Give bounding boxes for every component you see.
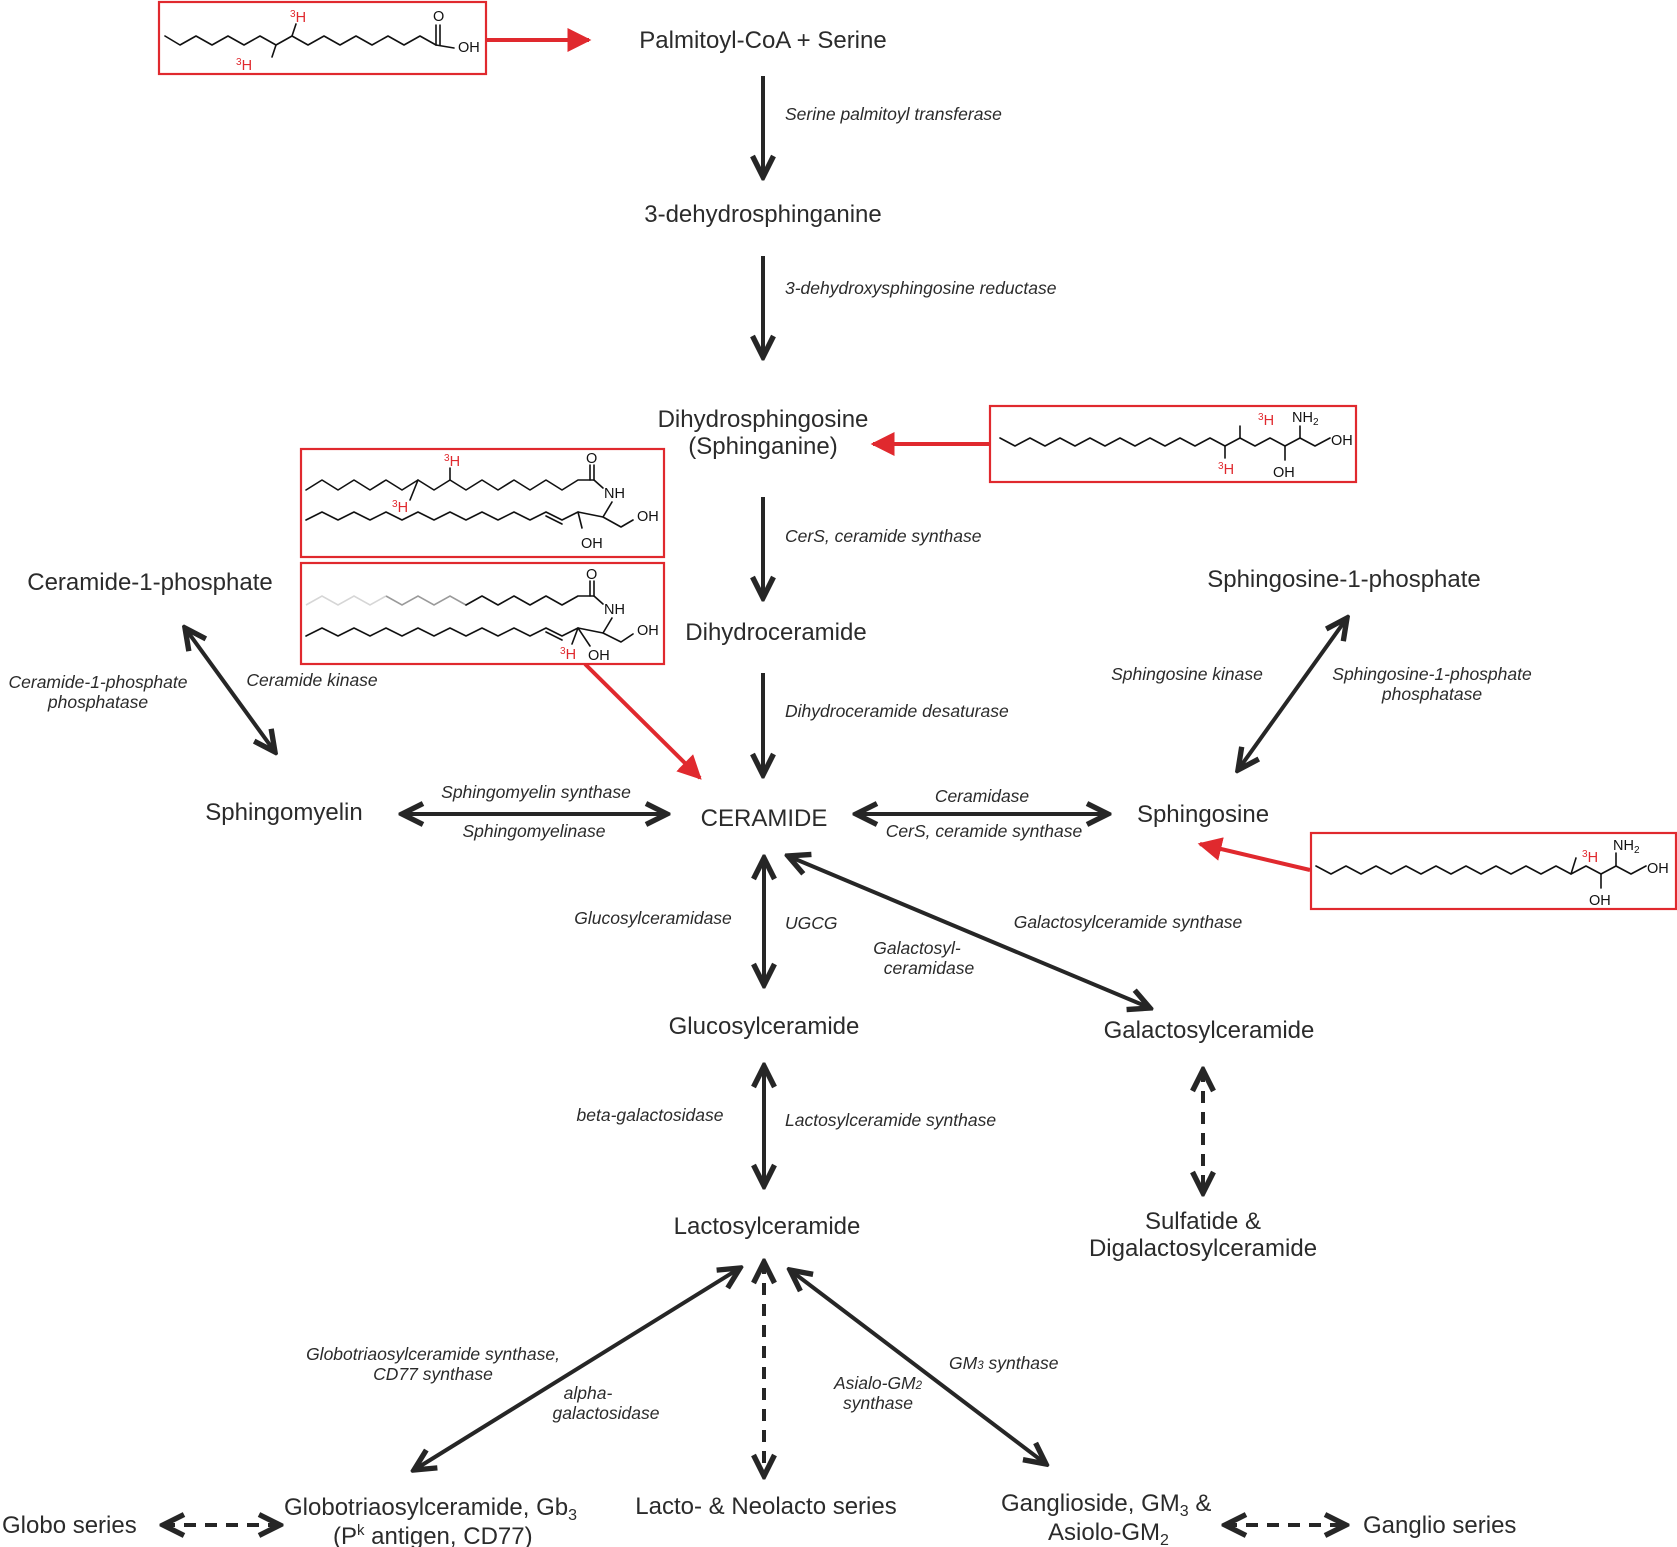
enzyme-globotriaosylceramide-synthase: Globotriaosylceramide synthase,CD77 synt… xyxy=(306,1344,560,1384)
enzyme-ceramidase: Ceramidase xyxy=(935,786,1030,806)
tritium-label: 3H xyxy=(560,646,576,663)
enzyme-sphingosine-kinase: Sphingosine kinase xyxy=(1111,664,1263,684)
structure-box-ceramide-acyl xyxy=(299,447,666,559)
enzyme-sphingomyelinase: Sphingomyelinase xyxy=(462,821,605,841)
atom-amide-nh: NH xyxy=(604,486,625,502)
node-3-dehydrosphinganine: 3-dehydrosphinganine xyxy=(644,201,882,228)
enzyme-ceramide-kinase: Ceramide kinase xyxy=(246,670,378,690)
tritium-label: 3H xyxy=(236,57,252,74)
node-digalactosylceramide: Digalactosylceramide xyxy=(1089,1235,1317,1262)
atom-hydroxyl: OH xyxy=(637,509,659,525)
node-sphinganine: (Sphinganine) xyxy=(688,433,837,460)
tritium-label: 3H xyxy=(392,499,408,516)
atom-amine: NH2 xyxy=(1613,838,1640,856)
node-asiolo-gm2: Asiolo-GM2 xyxy=(1048,1519,1169,1547)
structure-box-ceramide-base xyxy=(299,561,666,666)
atom-hydroxyl: OH xyxy=(1647,861,1669,877)
atom-hydroxyl: OH xyxy=(588,648,610,664)
node-sphingosine-1-phosphate: Sphingosine-1-phosphate xyxy=(1207,566,1481,593)
atom-amide-nh: NH xyxy=(604,602,625,618)
atom-amine: NH2 xyxy=(1292,410,1319,428)
atom-carbonyl-oxygen: O xyxy=(586,567,597,583)
node-dihydroceramide: Dihydroceramide xyxy=(685,619,866,646)
red-arrow-sphingosine-tracer xyxy=(1197,837,1311,872)
node-ceramide-1-phosphate: Ceramide-1-phosphate xyxy=(27,569,272,596)
node-glucosylceramide: Glucosylceramide xyxy=(669,1013,860,1040)
node-ganglioside-gm3: Ganglioside, GM3 & xyxy=(1001,1490,1211,1520)
enzyme-lactosylceramide-synthase: Lactosylceramide synthase xyxy=(785,1110,996,1130)
structure-box-sphingosine xyxy=(1309,831,1677,911)
atom-hydroxyl: OH xyxy=(458,40,480,56)
enzyme-cers-ceramide-synthase-reverse: CerS, ceramide synthase xyxy=(886,821,1083,841)
atom-hydroxyl: OH xyxy=(637,623,659,639)
atom-hydroxyl: OH xyxy=(1589,893,1611,909)
tritium-label: 3H xyxy=(1582,849,1598,866)
arrow-sphingosine-1-phosphate-sphingosine xyxy=(1238,618,1347,770)
structure-tritiated-sphingosine: NH2 OH OH 3H xyxy=(1309,831,1677,911)
structure-tritiated-ceramide-acyl: O NH OH OH 3H 3H xyxy=(299,447,666,559)
red-arrow-ceramide-tracer xyxy=(583,662,702,780)
structure-box-palmitic-acid xyxy=(157,0,488,76)
arrow-lactosylceramide-ganglioside xyxy=(790,1270,1046,1464)
node-ganglio-series: Ganglio series xyxy=(1363,1512,1516,1539)
enzyme-dihydroceramide-desaturase: Dihydroceramide desaturase xyxy=(785,701,1009,721)
structure-box-sphinganine xyxy=(988,404,1358,484)
arrow-ceramide-1-phosphate-sphingomyelin xyxy=(185,628,275,752)
enzyme-galactosylceramidase: Galactosyl-ceramidase xyxy=(873,938,974,978)
node-galactosylceramide: Galactosylceramide xyxy=(1104,1017,1315,1044)
arrow-ceramide-galactosylceramide xyxy=(788,856,1150,1008)
atom-carbonyl-oxygen: O xyxy=(433,9,444,25)
enzyme-ugcg: UGCG xyxy=(785,913,838,933)
enzyme-beta-galactosidase: beta-galactosidase xyxy=(577,1105,724,1125)
node-pk-antigen-cd77: (Pk antigen, CD77) xyxy=(333,1522,533,1547)
atom-carbonyl-oxygen: O xyxy=(586,451,597,467)
enzyme-3-dehydroxysphingosine-reductase: 3-dehydroxysphingosine reductase xyxy=(785,278,1057,298)
enzyme-galactosylceramide-synthase: Galactosylceramide synthase xyxy=(1014,912,1243,932)
tritium-label: 3H xyxy=(1218,461,1234,478)
atom-hydroxyl: OH xyxy=(581,536,603,552)
tritium-label: 3H xyxy=(1258,412,1274,429)
tritium-label: 3H xyxy=(444,453,460,470)
node-palmitoyl-coa-serine: Palmitoyl-CoA + Serine xyxy=(639,27,886,54)
node-dihydrosphingosine: Dihydrosphingosine xyxy=(658,406,869,433)
enzyme-cers-ceramide-synthase: CerS, ceramide synthase xyxy=(785,526,982,546)
enzyme-serine-palmitoyl-transferase: Serine palmitoyl transferase xyxy=(785,104,1002,124)
node-lacto-neolacto-series: Lacto- & Neolacto series xyxy=(635,1493,896,1520)
structure-tritiated-palmitic-acid: O OH 3H 3H xyxy=(157,0,488,76)
structure-tritiated-ceramide-base: O NH OH OH 3H xyxy=(299,561,666,666)
faded-acyl-chain xyxy=(385,595,467,606)
node-globotriaosylceramide: Globotriaosylceramide, Gb3 xyxy=(284,1494,577,1524)
node-sulfatide: Sulfatide & xyxy=(1145,1208,1261,1235)
atom-hydroxyl: OH xyxy=(1331,433,1353,449)
node-sphingomyelin: Sphingomyelin xyxy=(205,799,362,826)
arrow-lactosylceramide-globotriaosylceramide xyxy=(414,1268,740,1470)
node-lactosylceramide: Lactosylceramide xyxy=(674,1213,861,1240)
faded-acyl-chain xyxy=(305,595,387,606)
node-globo-series: Globo series xyxy=(2,1512,137,1539)
enzyme-glucosylceramidase: Glucosylceramidase xyxy=(574,908,732,928)
enzyme-gm3-synthase: GM3 synthase xyxy=(949,1353,1059,1373)
atom-hydroxyl: OH xyxy=(1273,465,1295,481)
tritium-label: 3H xyxy=(290,9,306,26)
node-sphingosine: Sphingosine xyxy=(1137,801,1269,828)
enzyme-alpha-galactosidase: alpha-galactosidase xyxy=(552,1383,659,1423)
enzyme-sphingomyelin-synthase: Sphingomyelin synthase xyxy=(441,782,631,802)
structure-tritiated-sphinganine: NH2 OH OH 3H 3H xyxy=(988,404,1358,484)
node-ceramide: CERAMIDE xyxy=(701,805,828,832)
